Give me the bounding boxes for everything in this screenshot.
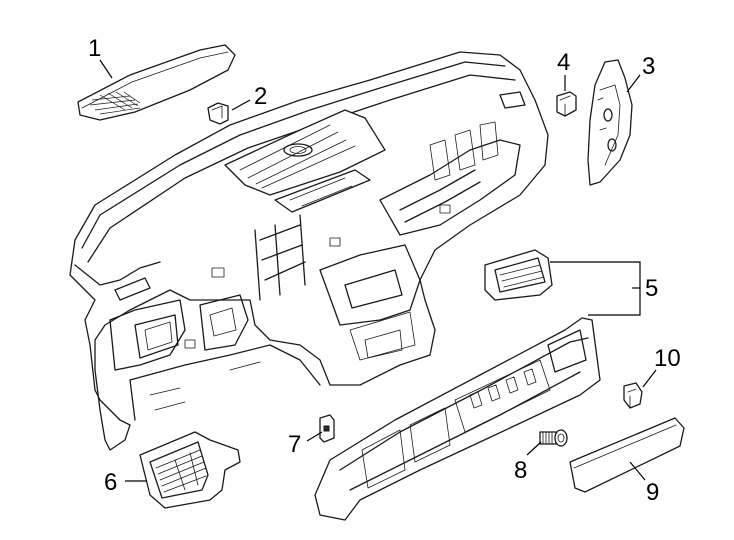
callout-2: 2 [254,83,267,110]
leader-3 [626,74,641,93]
callout-10: 10 [654,345,681,372]
callout-7: 7 [288,431,301,458]
callout-8: 8 [514,457,527,484]
instrument-panel [69,51,549,451]
part-7-clip [319,414,335,443]
part-9-trim-strip [569,417,685,493]
callout-leaders [99,59,657,482]
leader-1 [99,59,113,79]
leader-5 [550,261,641,316]
leader-2 [231,99,251,111]
part-4-bracket [556,91,577,117]
part-5-lower-trim-panel [314,317,601,521]
leader-8 [526,441,542,456]
part-3-end-cap [587,59,633,186]
callout-labels: 1 2 3 4 5 6 7 8 9 10 [88,35,681,506]
part-6-side-vent [139,431,241,509]
part-5-air-vent [484,249,553,301]
leader-7 [306,431,323,442]
part-1-upper-trim [77,44,236,121]
part-8-screw [539,429,568,447]
leader-10 [642,369,657,388]
callout-5: 5 [645,275,658,302]
callout-1: 1 [88,35,101,62]
leader-9 [629,461,646,481]
callout-3: 3 [642,53,655,80]
callout-4: 4 [557,49,570,76]
callout-9: 9 [646,479,659,506]
part-10-retainer [623,382,643,409]
part-2-clip [207,102,229,125]
callout-6: 6 [104,469,117,496]
